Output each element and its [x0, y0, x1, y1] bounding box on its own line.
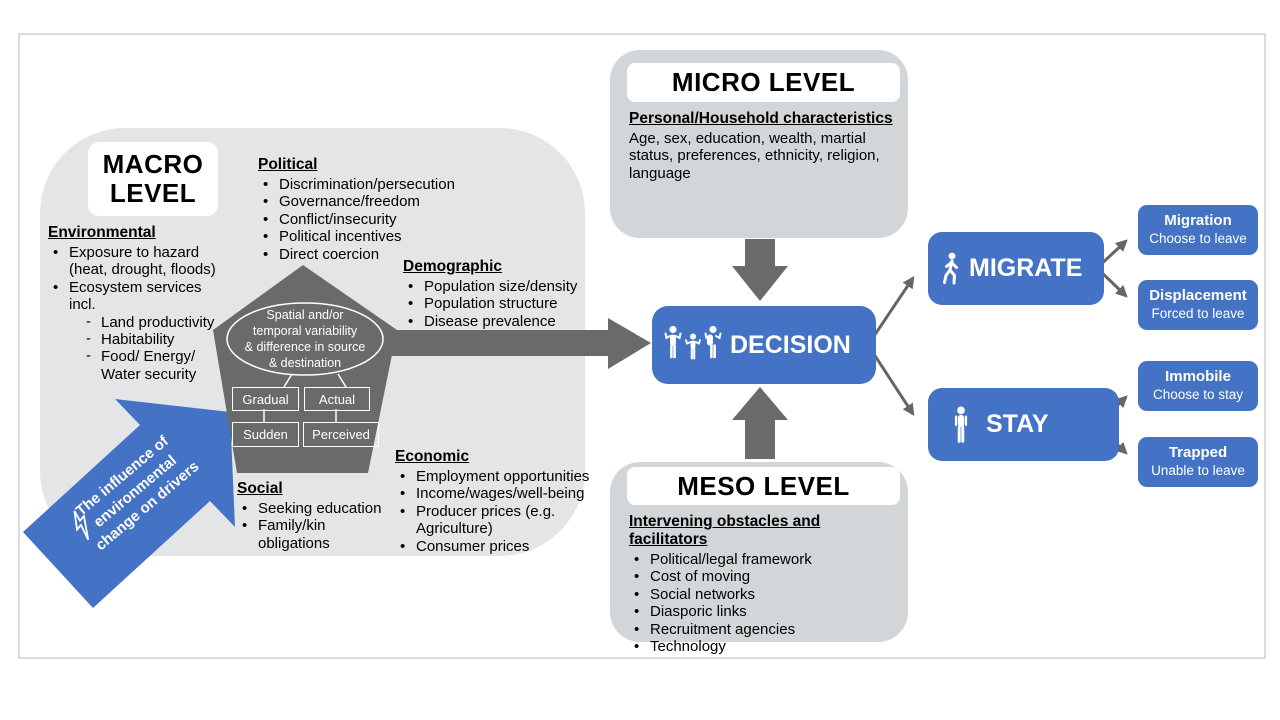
outcome-subtitle: Choose to stay	[1152, 386, 1244, 402]
list-item: Discrimination/persecution	[258, 176, 508, 194]
sudden-box: Sudden	[232, 422, 299, 447]
list-item: Consumer prices	[395, 538, 595, 556]
political-section: Political Discrimination/persecution Gov…	[258, 156, 508, 263]
list-item: Food/ Energy/ Water security	[85, 347, 226, 383]
outcome-title: Trapped	[1168, 444, 1228, 462]
outcome-title: Immobile	[1165, 368, 1231, 386]
environmental-heading: Environmental	[48, 224, 156, 241]
list-item: Recruitment agencies	[629, 621, 897, 639]
outcome-subtitle: Choose to leave	[1149, 230, 1247, 246]
outcome-subtitle: Unable to leave	[1151, 462, 1245, 478]
outcome-migration: Migration Choose to leave	[1138, 205, 1258, 255]
list-item: Governance/freedom	[258, 193, 508, 211]
social-heading: Social	[237, 480, 283, 497]
list-item: Conflict/insecurity	[258, 211, 508, 229]
outcome-subtitle: Forced to leave	[1151, 305, 1245, 321]
list-item: Political incentives	[258, 228, 508, 246]
micro-heading: Personal/Household characteristics	[629, 110, 893, 127]
list-item: Exposure to hazard (heat, drought, flood…	[48, 244, 226, 279]
meso-heading: Intervening obstacles and facilitators	[629, 513, 821, 548]
list-item: Land productivity	[85, 313, 226, 331]
migrate-box: MIGRATE	[928, 232, 1104, 305]
perceived-box: Perceived	[303, 422, 379, 447]
social-section: Social Seeking education Family/kin obli…	[237, 480, 382, 552]
list-item: Social networks	[629, 586, 897, 604]
outcome-trapped: Trapped Unable to leave	[1138, 437, 1258, 487]
list-item: Disease prevalence	[403, 313, 598, 331]
micro-level-body: Personal/Household characteristics Age, …	[629, 110, 897, 182]
meso-level-body: Intervening obstacles and facilitators P…	[629, 513, 897, 656]
list-item: Employment opportunities	[395, 468, 595, 486]
family-icon	[664, 325, 722, 360]
macro-title-line1: MACRO	[102, 149, 204, 180]
meso-level-title: MESO LEVEL	[627, 467, 900, 505]
list-item: Population structure	[403, 295, 598, 313]
migrate-label: MIGRATE	[969, 254, 1083, 282]
list-item: Seeking education	[237, 500, 382, 518]
stay-box: STAY	[928, 388, 1119, 461]
decision-box: DECISION	[652, 306, 876, 384]
list-item: Direct coercion	[258, 246, 508, 264]
walking-person-icon	[943, 252, 958, 284]
outcome-title: Migration	[1164, 212, 1232, 230]
list-item: Political/legal framework	[629, 551, 897, 569]
demographic-section: Demographic Population size/density Popu…	[403, 258, 598, 331]
political-heading: Political	[258, 156, 318, 173]
list-item: Technology	[629, 638, 897, 656]
diagram-frame	[18, 33, 1266, 659]
list-item: Diasporic links	[629, 603, 897, 621]
decision-label: DECISION	[730, 330, 851, 359]
list-item: Population size/density	[403, 278, 598, 296]
list-item: Family/kin obligations	[237, 517, 382, 552]
micro-text: Age, sex, education, wealth, martial sta…	[629, 129, 880, 182]
outcome-immobile: Immobile Choose to stay	[1138, 361, 1258, 411]
economic-section: Economic Employment opportunities Income…	[395, 448, 595, 555]
macro-level-title: MACRO LEVEL	[88, 142, 218, 216]
stay-label: STAY	[986, 410, 1049, 438]
list-item: Income/wages/well-being	[395, 485, 595, 503]
list-item: Cost of moving	[629, 568, 897, 586]
list-item: Producer prices (e.g. Agriculture)	[395, 503, 595, 538]
macro-title-line2: LEVEL	[109, 178, 197, 208]
standing-person-icon	[954, 406, 968, 443]
list-item: Ecosystem services incl. Land productivi…	[48, 279, 226, 383]
actual-box: Actual	[304, 387, 370, 411]
micro-level-title: MICRO LEVEL	[627, 63, 900, 102]
environmental-section: Environmental Exposure to hazard (heat, …	[48, 224, 226, 383]
list-item: Habitability	[85, 330, 226, 348]
outcome-displacement: Displacement Forced to leave	[1138, 280, 1258, 330]
demographic-heading: Demographic	[403, 258, 503, 275]
outcome-title: Displacement	[1149, 287, 1247, 305]
gradual-box: Gradual	[232, 387, 299, 411]
economic-heading: Economic	[395, 448, 470, 465]
variability-ellipse-text: Spatial and/or temporal variability & di…	[244, 308, 366, 370]
